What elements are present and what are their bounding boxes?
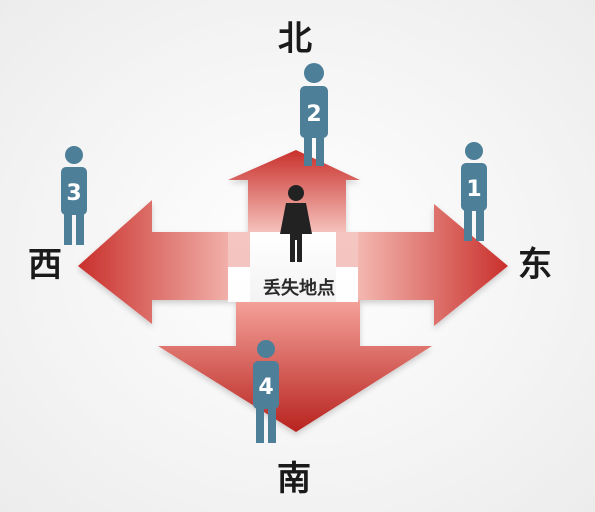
person-2-icon — [300, 63, 328, 166]
person-2-number: 2 — [306, 102, 321, 127]
west-arrow — [78, 200, 250, 324]
person-1-number: 1 — [466, 177, 481, 202]
person-3-icon — [61, 146, 87, 245]
person-3-number: 3 — [66, 181, 81, 206]
person-4-icon — [253, 340, 279, 443]
center-person-icon — [280, 185, 312, 262]
south-label: 南 — [277, 459, 311, 499]
south-arrow — [158, 300, 432, 432]
person-4-number: 4 — [258, 375, 273, 400]
north-label: 北 — [278, 19, 312, 59]
person-1-icon — [461, 142, 487, 241]
west-label: 西 — [28, 245, 62, 285]
lost-location-label: 丢失地点 — [263, 278, 335, 299]
east-label: 东 — [518, 245, 552, 285]
